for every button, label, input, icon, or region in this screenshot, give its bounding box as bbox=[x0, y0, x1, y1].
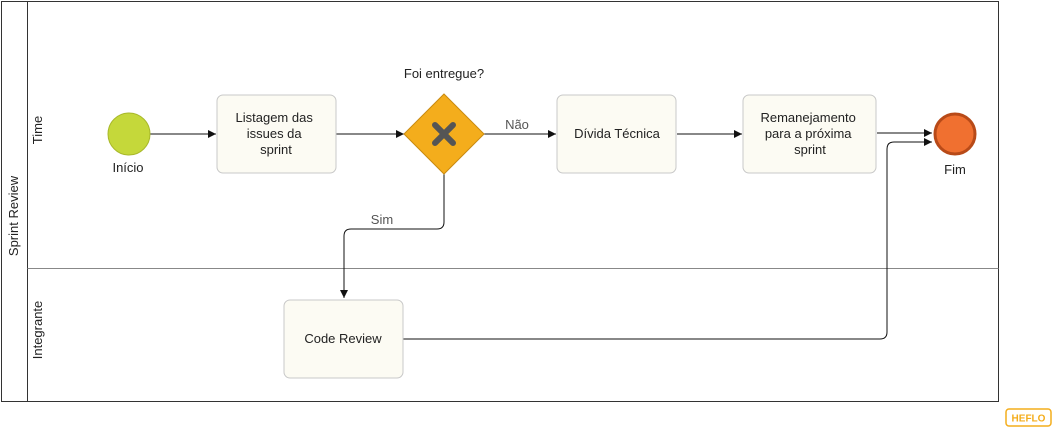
task-listagem-label: Listagem das issues da sprint bbox=[236, 110, 317, 157]
exclusive-gateway[interactable] bbox=[403, 93, 485, 175]
pool-label: Sprint Review bbox=[6, 175, 21, 256]
start-event-label: Início bbox=[112, 160, 143, 175]
flow-code-review-to-end[interactable] bbox=[403, 138, 932, 340]
task-divida-tecnica[interactable]: Dívida Técnica bbox=[556, 94, 677, 174]
heflo-logo: HEFLO bbox=[1005, 408, 1052, 427]
gateway-question: Foi entregue? bbox=[404, 66, 484, 81]
flow-label-sim: Sim bbox=[371, 212, 393, 227]
x-icon bbox=[432, 122, 456, 146]
task-code-review-label: Code Review bbox=[304, 331, 382, 346]
lane-label-time: Time bbox=[30, 116, 45, 144]
heflo-logo-text: HEFLO bbox=[1012, 414, 1046, 425]
task-code-review[interactable]: Code Review bbox=[283, 299, 404, 379]
flow-gateway-sim[interactable] bbox=[340, 174, 445, 298]
task-listagem-issues[interactable]: Listagem das issues da sprint bbox=[216, 94, 337, 174]
sequence-flows bbox=[150, 129, 932, 340]
task-remanejamento-label: Remanejamento para a próxima sprint bbox=[760, 110, 859, 157]
end-event-label: Fim bbox=[944, 162, 966, 177]
task-divida-label: Dívida Técnica bbox=[574, 126, 661, 141]
flow-label-nao: Não bbox=[505, 117, 529, 132]
start-event[interactable] bbox=[107, 112, 151, 156]
lane-label-integrante: Integrante bbox=[30, 301, 45, 360]
task-remanejamento[interactable]: Remanejamento para a próxima sprint bbox=[742, 94, 877, 174]
pool: Sprint Review bbox=[1, 1, 999, 402]
end-event[interactable] bbox=[933, 112, 977, 156]
